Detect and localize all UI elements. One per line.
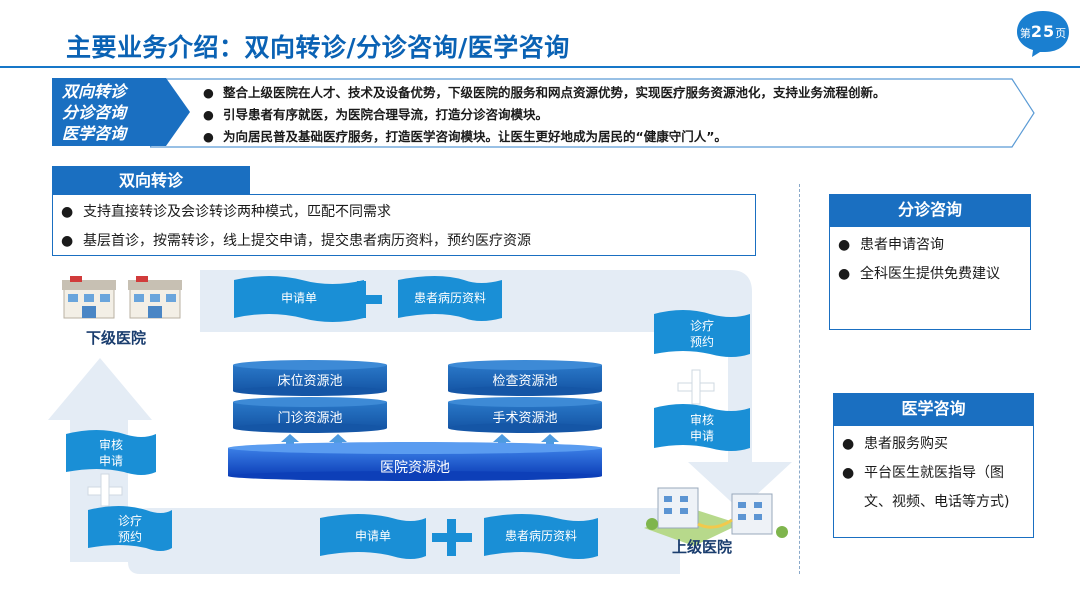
page-suffix: 页 [1055, 27, 1066, 40]
list-item: ●引导患者有序就医，为医院合理导流，打造分诊咨询模块。 [203, 104, 886, 126]
upper-hospital-label: 上级医院 [672, 536, 732, 557]
lower-hospital-label: 下级医院 [86, 327, 146, 348]
list-item: ●整合上级医院在人才、技术及设备优势，下级医院的服务和网点资源优势，实现医疗服务… [203, 82, 886, 104]
list-item: ●为向居民普及基础医疗服务，打造医学咨询模块。让医生更好地成为居民的“健康守门人… [203, 126, 886, 148]
triage-box: ●患者申请咨询 ●全科医生提供免费建议 [829, 226, 1031, 330]
title-divider [0, 66, 1080, 68]
medical-box: ●患者服务购买 ●平台医生就医指导（图 文、视频、电话等方式) [833, 425, 1034, 538]
bed-pool-label: 床位资源池 [233, 370, 387, 389]
intro-tag-line: 分诊咨询 [62, 102, 126, 123]
appointment-label: 诊疗预约 [654, 318, 750, 350]
list-item: ●患者申请咨询 [830, 231, 1030, 260]
exam-pool-label: 检查资源池 [448, 370, 602, 389]
plus-icon [678, 370, 714, 404]
intro-tag-line: 医学咨询 [62, 123, 126, 144]
triage-title: 分诊咨询 [829, 194, 1031, 226]
review-label: 审核申请 [66, 437, 156, 469]
page-number-badge: 第25页 [1014, 8, 1072, 58]
application-label: 申请单 [320, 528, 426, 544]
medical-title: 医学咨询 [833, 393, 1034, 425]
hospital-pool-label: 医院资源池 [228, 457, 602, 477]
list-item: ●基层首诊，按需转诊，线上提交申请，提交患者病历资料，预约医疗资源 [53, 227, 755, 256]
page-prefix: 第 [1020, 27, 1031, 40]
referral-title: 双向转诊 [52, 166, 250, 196]
page-title: 主要业务介绍：双向转诊/分诊咨询/医学咨询 [66, 28, 570, 64]
list-item: 文、视频、电话等方式) [834, 488, 1033, 517]
outpatient-pool-label: 门诊资源池 [233, 407, 387, 426]
application-label: 申请单 [234, 290, 364, 306]
records-label: 患者病历资料 [484, 528, 598, 544]
page-number: 25 [1031, 22, 1055, 41]
list-item: ●全科医生提供免费建议 [830, 260, 1030, 289]
intro-tag: 双向转诊 分诊咨询 医学咨询 [52, 78, 166, 146]
surgery-pool-label: 手术资源池 [448, 407, 602, 426]
list-item: ●患者服务购买 [834, 430, 1033, 459]
records-label: 患者病历资料 [398, 290, 502, 306]
appointment-label: 诊疗预约 [88, 513, 172, 545]
intro-bullet-list: ●整合上级医院在人才、技术及设备优势，下级医院的服务和网点资源优势，实现医疗服务… [203, 82, 886, 148]
intro-tag-line: 双向转诊 [62, 81, 126, 102]
lower-hospital-icon [62, 276, 182, 318]
list-item: ●平台医生就医指导（图 [834, 459, 1033, 488]
list-item: ●支持直接转诊及会诊转诊两种模式，匹配不同需求 [53, 198, 755, 227]
referral-box: ●支持直接转诊及会诊转诊两种模式，匹配不同需求 ●基层首诊，按需转诊，线上提交申… [52, 194, 756, 256]
review-label: 审核申请 [654, 412, 750, 444]
